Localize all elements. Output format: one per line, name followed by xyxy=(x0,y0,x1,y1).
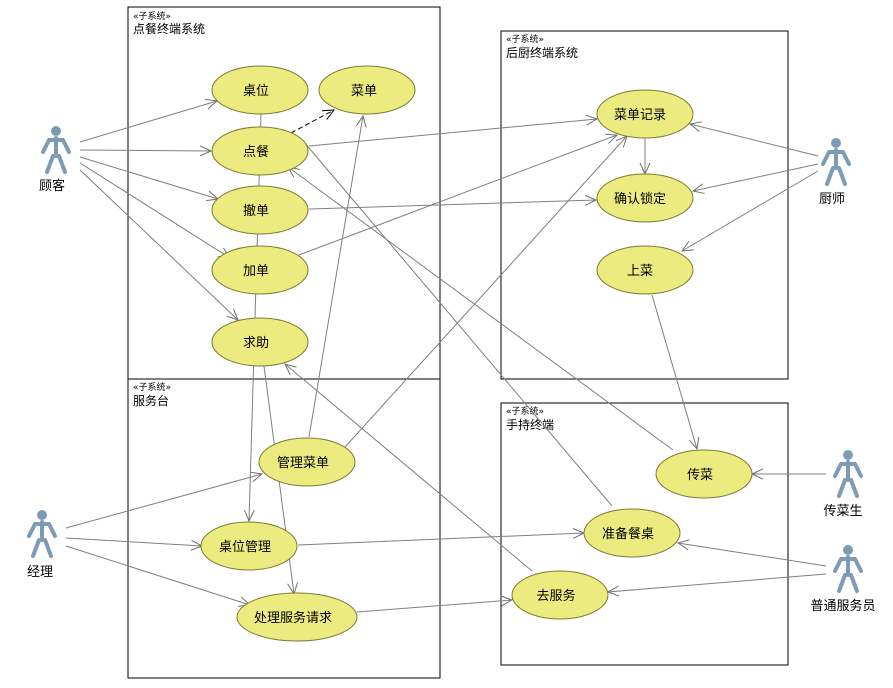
dependency-order-menu xyxy=(290,110,334,134)
usecase-menu-label: 菜单 xyxy=(351,84,377,99)
usecase-prepare-table-label: 准备餐桌 xyxy=(602,526,654,542)
assoc-handle-service xyxy=(356,600,512,613)
actor-waiter-label: 普通服务员 xyxy=(810,598,875,614)
assoc-manage-menu-menu xyxy=(308,116,363,438)
assoc-manager-manage-menu xyxy=(65,474,262,529)
association-lines xyxy=(65,101,827,613)
assoc-customer-help xyxy=(79,169,238,320)
actor-customer-label: 顾客 xyxy=(39,178,65,194)
assoc-prepare-order xyxy=(303,141,613,507)
usecase-manage-menu[interactable]: 管理菜单 xyxy=(258,437,356,487)
assoc-manage-menu-record xyxy=(344,136,627,448)
usecase-help-label: 求助 xyxy=(243,336,269,351)
subsystem-handheld-name: 手持终端 xyxy=(506,417,554,432)
assoc-waiter-prepare xyxy=(678,543,827,567)
actor-chef-label: 厨师 xyxy=(819,192,845,207)
subsystem-service-desk: «子系统» 服务台 xyxy=(127,378,441,679)
actor-waiter[interactable]: 普通服务员 xyxy=(810,545,876,614)
usecase-help[interactable]: 求助 xyxy=(211,317,309,367)
assoc-order-menu-record xyxy=(308,119,597,147)
subsystem-service-desk-name: 服务台 xyxy=(133,393,169,408)
usecase-order-label: 点餐 xyxy=(243,144,269,160)
assoc-deliver-order xyxy=(288,167,674,451)
usecase-add-label: 加单 xyxy=(243,264,269,279)
usecase-serve-dish[interactable]: 上菜 xyxy=(596,245,694,295)
usecase-table-label: 桌位 xyxy=(243,84,269,99)
assoc-customer-add xyxy=(79,162,230,258)
subsystem-kitchen: «子系统» 后厨终端系统 xyxy=(500,30,789,380)
subsystem-ordering-name: 点餐终端系统 xyxy=(133,21,205,36)
usecase-confirm-lock[interactable]: 确认锁定 xyxy=(596,173,694,223)
usecase-go-service[interactable]: 去服务 xyxy=(511,570,609,620)
actor-runner[interactable]: 传菜生 xyxy=(823,450,863,519)
assoc-table-manage-prepare xyxy=(297,533,584,546)
actor-chef-icon xyxy=(821,138,851,186)
usecase-table-manage[interactable]: 桌位管理 xyxy=(200,521,298,571)
actor-manager-label: 经理 xyxy=(27,565,53,580)
usecase-manage-menu-label: 管理菜单 xyxy=(277,456,329,471)
assoc-customer-table xyxy=(79,101,217,143)
assoc-chef-serve xyxy=(682,170,819,251)
subsystem-service-desk-stereotype: «子系统» xyxy=(133,381,171,393)
subsystem-handheld-stereotype: «子系统» xyxy=(506,405,544,417)
actor-manager-icon xyxy=(27,510,57,558)
usecase-serve-dish-label: 上菜 xyxy=(627,264,653,279)
assoc-table-table-manage xyxy=(249,113,262,521)
assoc-customer-cancel xyxy=(79,156,218,199)
assoc-cancel-confirm xyxy=(308,200,596,210)
actor-chef[interactable]: 厨师 xyxy=(819,138,851,207)
usecase-cancel-label: 撤单 xyxy=(243,203,269,219)
usecase-table[interactable]: 桌位 xyxy=(211,65,309,115)
assoc-chef-menu-record xyxy=(690,124,819,157)
usecase-add[interactable]: 加单 xyxy=(211,245,309,295)
usecase-deliver[interactable]: 传菜 xyxy=(655,449,753,499)
usecase-table-manage-label: 桌位管理 xyxy=(219,540,271,555)
actor-manager[interactable]: 经理 xyxy=(27,510,57,580)
usecase-cancel[interactable]: 撤单 xyxy=(211,185,309,235)
usecase-go-service-label: 去服务 xyxy=(536,588,575,604)
actor-runner-label: 传菜生 xyxy=(823,504,862,519)
assoc-manager-handle xyxy=(65,545,250,605)
usecase-confirm-lock-label: 确认锁定 xyxy=(614,191,666,207)
subsystem-kitchen-name: 后厨终端系统 xyxy=(506,45,578,60)
usecase-handle-request-label: 处理服务请求 xyxy=(254,610,332,626)
usecase-handle-request[interactable]: 处理服务请求 xyxy=(236,592,358,642)
usecase-deliver-label: 传菜 xyxy=(687,468,713,483)
assoc-chef-confirm xyxy=(693,163,819,191)
usecase-order[interactable]: 点餐 xyxy=(211,126,309,176)
usecase-prepare-table[interactable]: 准备餐桌 xyxy=(583,508,681,558)
usecase-menu[interactable]: 菜单 xyxy=(318,65,416,115)
actor-customer-icon xyxy=(41,126,71,174)
actor-waiter-icon xyxy=(833,545,863,593)
actor-customer[interactable]: 顾客 xyxy=(39,126,71,194)
assoc-manager-table-manage xyxy=(65,537,202,546)
assoc-waiter-service xyxy=(608,573,827,592)
subsystem-ordering-stereotype: «子系统» xyxy=(133,10,171,22)
subsystem-kitchen-stereotype: «子系统» xyxy=(506,33,544,45)
assoc-serve-deliver xyxy=(651,294,697,449)
usecase-menu-record[interactable]: 菜单记录 xyxy=(596,89,694,139)
usecase-menu-record-label: 菜单记录 xyxy=(614,108,666,123)
assoc-add-menu-record xyxy=(298,135,617,256)
actor-runner-icon xyxy=(833,450,863,498)
assoc-customer-order xyxy=(79,150,211,151)
